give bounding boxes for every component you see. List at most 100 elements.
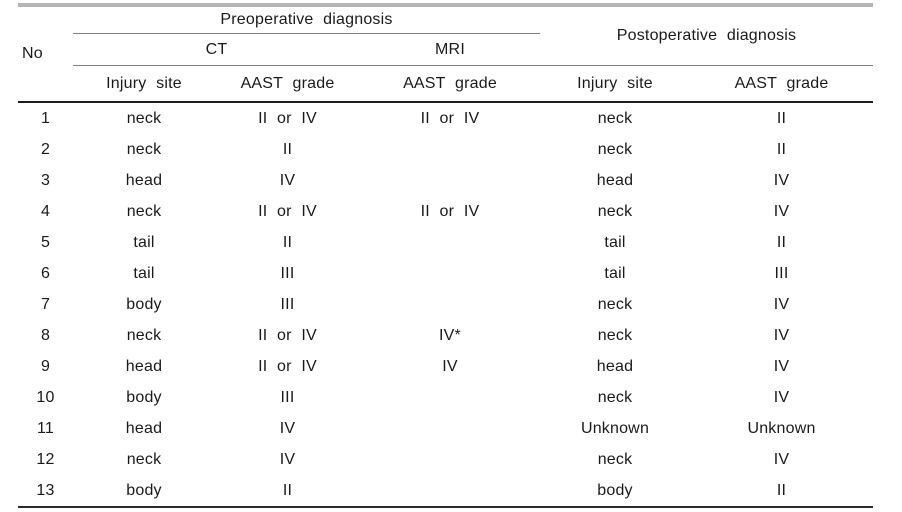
- cell-post-aast-grade: IV: [773, 357, 790, 375]
- cell-ct-aast-grade: III: [280, 388, 295, 406]
- table-top-bar: [18, 3, 873, 7]
- cell-ct-aast-grade: II: [215, 475, 360, 508]
- cell-post-injury-site: neck: [597, 326, 633, 344]
- cell-post-injury-site: neck: [597, 450, 633, 468]
- cell-ct-injury-site: body: [73, 475, 215, 508]
- cell-no: 10: [36, 388, 55, 406]
- cell-post-aast-grade: II: [776, 140, 787, 158]
- table-row: 4 neck II or IV II or IV neck IV: [18, 196, 873, 227]
- cell-post-aast-grade: III: [774, 264, 789, 282]
- cell-no: 1: [40, 109, 51, 127]
- cell-post-aast-grade: IV: [773, 450, 790, 468]
- table-row: 2 neck II neck II: [18, 134, 873, 165]
- cell-ct-aast-grade: III: [280, 295, 295, 313]
- cell-post-injury-site: tail: [604, 233, 626, 251]
- cell-ct-aast-grade: II or IV: [258, 202, 317, 220]
- cell-post-injury-site: neck: [597, 202, 633, 220]
- cell-post-injury-site: head: [596, 357, 634, 375]
- cell-no: 13: [18, 475, 73, 508]
- cell-mri-aast-grade: [360, 227, 540, 258]
- cell-post-injury-site: neck: [597, 140, 633, 158]
- cell-post-aast-grade: IV: [773, 388, 790, 406]
- cell-ct-aast-grade: II or IV: [258, 326, 317, 344]
- table-header: No Preoperative diagnosis Postoperative …: [18, 7, 874, 103]
- cell-no: 11: [36, 419, 54, 437]
- cell-ct-injury-site: head: [125, 419, 163, 437]
- header-mri-aast-grade: AAST grade: [360, 65, 540, 103]
- cell-no: 2: [40, 140, 51, 158]
- cell-ct-aast-grade: IV: [279, 419, 296, 437]
- cell-ct-aast-grade: II: [282, 233, 293, 251]
- diagnosis-table: No Preoperative diagnosis Postoperative …: [18, 7, 874, 508]
- cell-mri-aast-grade: IV: [442, 357, 458, 375]
- table-row: 8 neck II or IV IV* neck IV: [18, 320, 873, 351]
- cell-mri-aast-grade: [360, 413, 540, 444]
- cell-ct-injury-site: tail: [133, 264, 155, 282]
- cell-no: 12: [36, 450, 55, 468]
- header-postoperative-diagnosis: Postoperative diagnosis: [540, 7, 874, 66]
- cell-no: 4: [40, 202, 51, 220]
- cell-mri-aast-grade: [360, 134, 540, 165]
- cell-post-injury-site: neck: [597, 388, 633, 406]
- cell-ct-injury-site: neck: [126, 326, 162, 344]
- header-mri: MRI: [360, 33, 540, 66]
- table-row: 12 neck IV neck IV: [18, 444, 873, 475]
- cell-post-aast-grade: IV: [773, 171, 790, 189]
- cell-post-aast-grade: II: [776, 233, 787, 251]
- cell-no: 3: [40, 171, 51, 189]
- cell-mri-aast-grade: [360, 382, 540, 413]
- header-ct: CT: [73, 33, 360, 66]
- cell-post-injury-site: body: [540, 475, 690, 508]
- cell-post-aast-grade: Unknown: [747, 419, 816, 437]
- cell-ct-aast-grade: II: [282, 140, 293, 158]
- cell-post-injury-site: head: [596, 171, 634, 189]
- cell-post-aast-grade: II: [690, 475, 874, 508]
- cell-mri-aast-grade: [360, 258, 540, 289]
- cell-post-aast-grade: IV: [773, 202, 790, 220]
- header-ct-injury-site: Injury site: [73, 65, 215, 103]
- cell-ct-injury-site: head: [125, 171, 163, 189]
- cell-ct-injury-site: neck: [126, 450, 162, 468]
- cell-ct-injury-site: neck: [126, 202, 162, 220]
- cell-mri-aast-grade: II or IV: [420, 202, 480, 220]
- header-no: No: [18, 7, 73, 103]
- cell-post-injury-site: Unknown: [580, 419, 650, 437]
- header-row-sub: Injury site AAST grade AAST grade Injury…: [18, 65, 874, 103]
- cell-post-aast-grade: IV: [773, 326, 790, 344]
- table-row: 11 head IV Unknown Unknown: [18, 413, 873, 444]
- table-row: 10 body III neck IV: [18, 382, 873, 413]
- cell-no: 9: [40, 357, 51, 375]
- table-row: 7 body III neck IV: [18, 289, 873, 320]
- cell-ct-aast-grade: IV: [279, 171, 296, 189]
- cell-mri-aast-grade: IV*: [439, 326, 461, 344]
- table-body: 1 neck II or IV II or IV neck II 2 neck …: [18, 102, 874, 508]
- table-row: 6 tail III tail III: [18, 258, 873, 289]
- cell-ct-injury-site: neck: [126, 109, 162, 127]
- header-post-aast-grade: AAST grade: [690, 65, 874, 103]
- table-row: 1 neck II or IV II or IV neck II: [18, 102, 873, 134]
- header-preoperative-diagnosis: Preoperative diagnosis: [73, 7, 540, 34]
- cell-ct-injury-site: body: [126, 388, 162, 406]
- cell-ct-aast-grade: II or IV: [258, 357, 317, 375]
- header-post-injury-site: Injury site: [540, 65, 690, 103]
- cell-mri-aast-grade: [360, 475, 540, 508]
- cell-ct-aast-grade: III: [280, 264, 295, 282]
- cell-post-aast-grade: II: [776, 109, 787, 127]
- cell-no: 7: [40, 295, 51, 313]
- cell-post-injury-site: neck: [597, 295, 633, 313]
- table-row: 13 body II body II: [18, 475, 874, 508]
- cell-no: 8: [40, 326, 51, 344]
- table-row: 3 head IV head IV: [18, 165, 873, 196]
- cell-post-injury-site: tail: [604, 264, 626, 282]
- cell-ct-aast-grade: IV: [279, 450, 296, 468]
- header-row-groups: No Preoperative diagnosis Postoperative …: [18, 7, 874, 103]
- header-row-modality: CT MRI: [18, 33, 873, 66]
- cell-mri-aast-grade: II or IV: [420, 109, 480, 127]
- cell-no: 5: [40, 233, 51, 251]
- cell-mri-aast-grade: [360, 165, 540, 196]
- cell-ct-injury-site: tail: [133, 233, 155, 251]
- cell-no: 6: [40, 264, 51, 282]
- header-ct-aast-grade: AAST grade: [215, 65, 360, 103]
- cell-post-injury-site: neck: [597, 109, 633, 127]
